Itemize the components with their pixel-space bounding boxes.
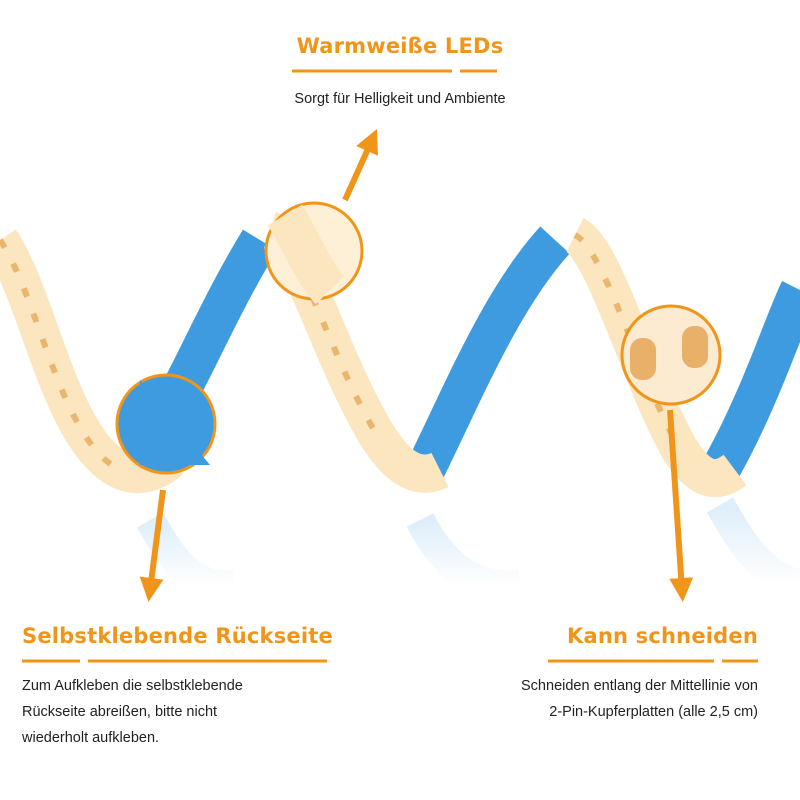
desc-line: Schneiden entlang der Mittellinie von bbox=[521, 678, 758, 694]
desc-line: Zum Aufkleben die selbstklebende bbox=[22, 678, 243, 694]
arrow-icons bbox=[139, 129, 694, 602]
feature-title-leds: Warmweiße LEDs bbox=[296, 34, 504, 58]
magnifier-cut bbox=[620, 304, 722, 406]
magnifier-leds bbox=[264, 201, 364, 305]
feature-title-adhesive: Selbstklebende Rückseite bbox=[22, 624, 333, 648]
feature-desc-cut: Schneiden entlang der Mittellinie von 2-… bbox=[428, 673, 758, 725]
desc-line: wiederholt aufkleben. bbox=[22, 730, 160, 746]
feature-desc-adhesive: Zum Aufkleben die selbstklebende Rücksei… bbox=[22, 673, 322, 751]
desc-line: Sorgt für Helligkeit und Ambiente bbox=[294, 91, 506, 107]
strip-reflection bbox=[136, 497, 800, 601]
desc-line: 2-Pin-Kupferplatten (alle 2,5 cm) bbox=[549, 704, 758, 720]
feature-desc-leds: Sorgt für Helligkeit und Ambiente bbox=[0, 86, 800, 112]
feature-title-cut: Kann schneiden bbox=[567, 624, 758, 648]
heading-underlines bbox=[22, 69, 758, 663]
desc-line: Rückseite abreißen, bitte nicht bbox=[22, 704, 218, 720]
magnifier-back bbox=[115, 373, 217, 475]
led-chips bbox=[0, 227, 683, 473]
